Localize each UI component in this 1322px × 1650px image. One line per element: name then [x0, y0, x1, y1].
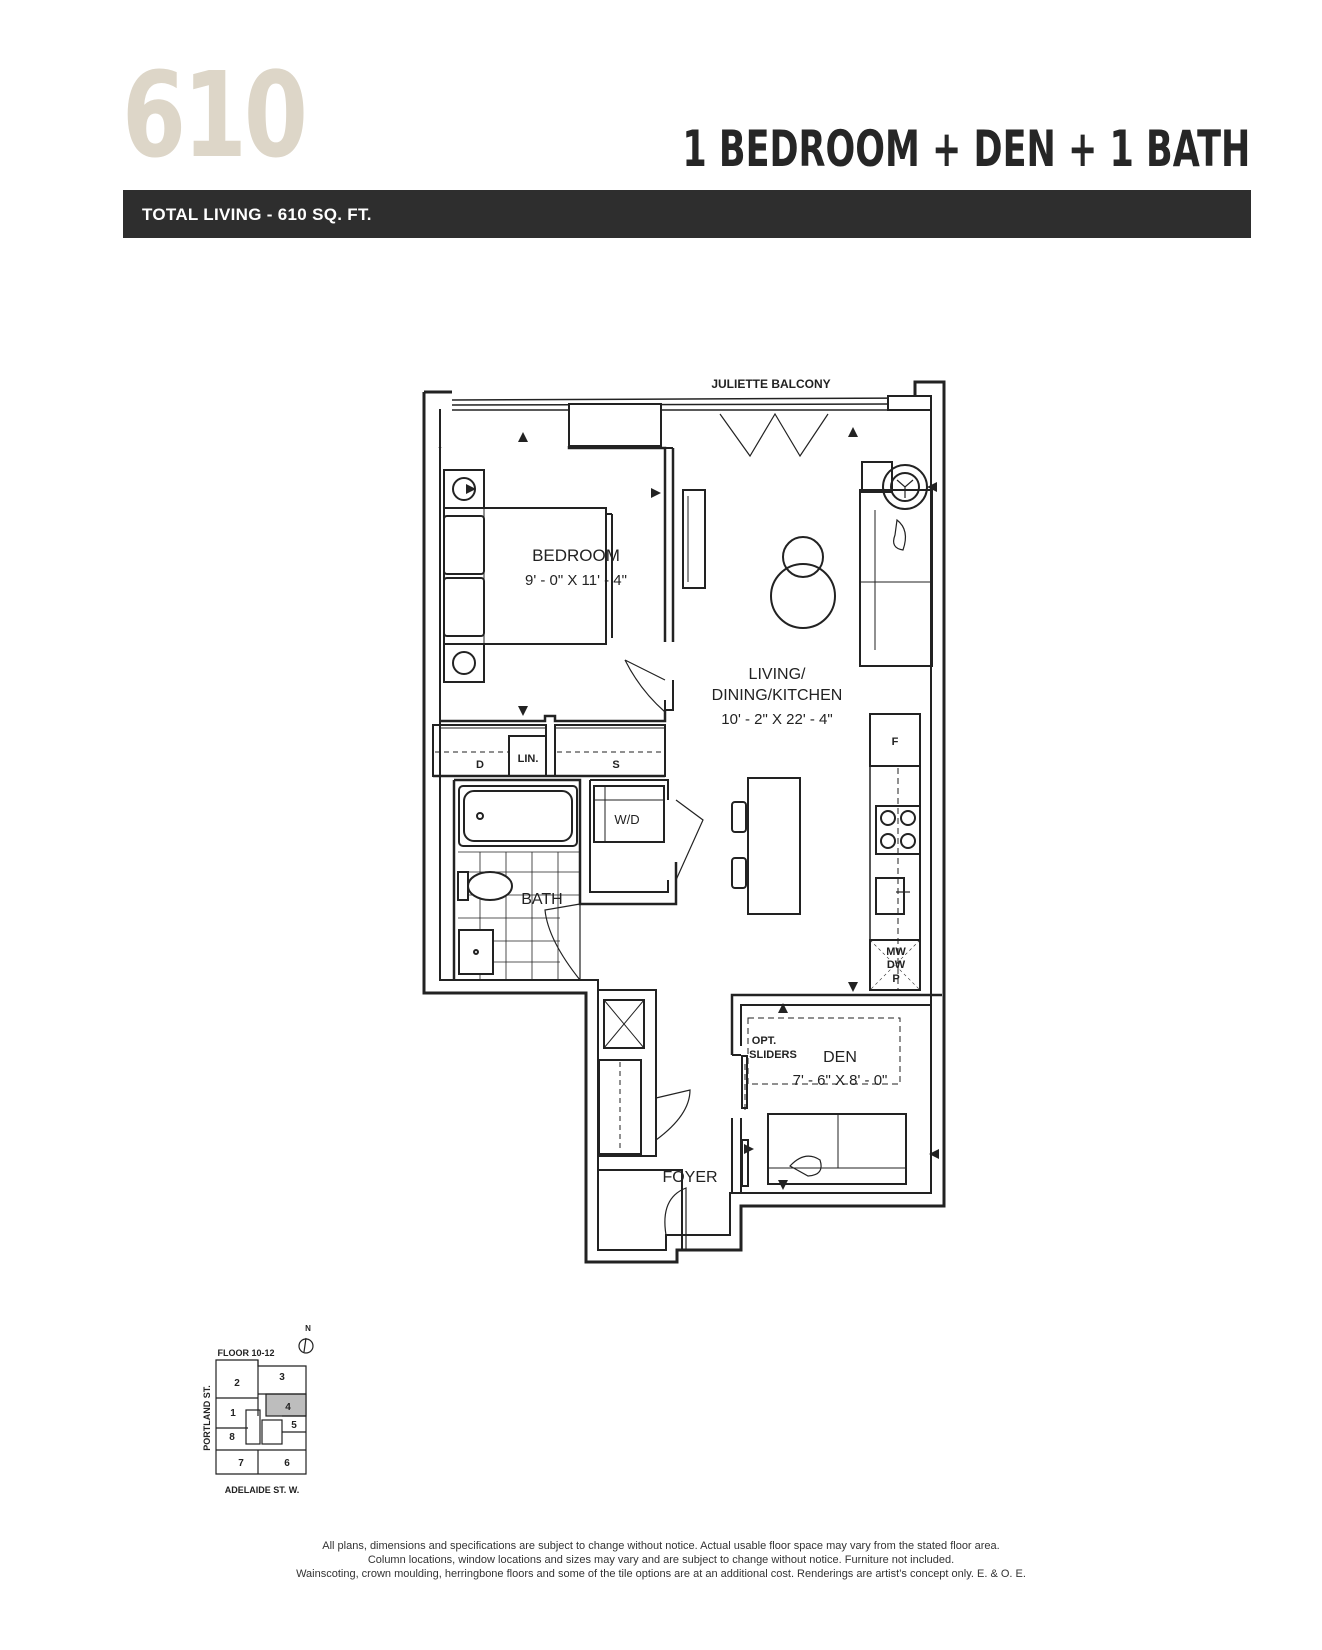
key-unit-label: 8: [229, 1432, 235, 1443]
foyer-closet-door: [655, 1089, 691, 1141]
closet-d: [432, 724, 547, 777]
arrow-down-icon: [518, 706, 528, 716]
key-unit-label: 5: [291, 1420, 297, 1431]
den-wall: [730, 993, 942, 1055]
den-sliders-dashed: [747, 1017, 901, 1085]
cushion: [893, 518, 907, 551]
fridge-label: F: [892, 736, 899, 748]
den-dims: 7' - 6" X 8' - 0": [793, 1072, 888, 1089]
key-unit-label: 7: [238, 1458, 244, 1469]
arrow-left-icon: [927, 482, 937, 492]
bedroom-door: [624, 659, 666, 713]
closet-d-label: D: [476, 759, 484, 771]
key-plan: [215, 1337, 314, 1475]
disclaimer: All plans, dimensions and specifications…: [0, 1539, 1322, 1581]
living-label-2: DINING/KITCHEN: [712, 687, 843, 704]
arrow-left-icon: [929, 1149, 939, 1159]
living-dims: 10' - 2" X 22' - 4": [721, 711, 832, 728]
living-label-1: LIVING/: [749, 666, 806, 683]
nightstand: [443, 469, 485, 509]
den-label: DEN: [823, 1049, 857, 1066]
dw-label: DW: [887, 959, 906, 971]
key-street-west: PORTLAND ST.: [202, 1385, 212, 1451]
laundry-closet: [593, 785, 665, 843]
foyer-wall: [598, 989, 657, 1157]
laundry-door: [675, 799, 704, 881]
toilet-tank: [457, 871, 469, 901]
opt-sliders-line1: OPT.: [752, 1035, 776, 1047]
bedroom-dims: 9' - 0" X 11' - 4": [525, 572, 627, 589]
sofa: [859, 489, 933, 667]
den-sofa: [767, 1113, 907, 1185]
arrow-up-icon: [848, 427, 858, 437]
arrow-up-icon: [778, 1003, 788, 1013]
key-unit-label: 2: [234, 1378, 240, 1389]
arrow-right-icon: [466, 484, 476, 494]
p-label: P: [892, 973, 899, 985]
outer-wall-inner: [439, 409, 932, 1251]
den-slider: [741, 1055, 748, 1109]
toilet-bowl: [467, 871, 513, 901]
closet-lin-label: LIN.: [518, 753, 539, 765]
dining-table: [770, 563, 836, 629]
key-north-label: N: [305, 1324, 311, 1333]
arrow-right-icon: [744, 1144, 754, 1154]
bedroom-bottom-wall: [440, 710, 667, 723]
unit-type-title: 1 BEDROOM + DEN + 1 BATH: [682, 120, 1250, 178]
disclaimer-line: Column locations, window locations and s…: [367, 1554, 955, 1566]
dining-chair: [782, 536, 824, 578]
key-street-south: ADELAIDE ST. W.: [225, 1485, 300, 1495]
bedroom-wall: [438, 446, 667, 642]
vanity: [458, 929, 494, 975]
side-table: [861, 461, 893, 493]
total-living-bar: TOTAL LIVING - 610 SQ. FT.: [123, 190, 1251, 238]
balcony-label: JULIETTE BALCONY: [711, 377, 830, 391]
kitchen-sink: [875, 877, 905, 915]
closet-s: [554, 724, 666, 777]
laundry-label: W/D: [614, 812, 639, 827]
disclaimer-line: Wainscoting, crown moulding, herringbone…: [296, 1568, 1026, 1580]
entry-door: [664, 1187, 687, 1250]
disclaimer-line: All plans, dimensions and specifications…: [322, 1540, 1000, 1552]
outer-wall: [422, 380, 946, 1264]
arrow-up-icon: [518, 432, 528, 442]
bar-stool: [731, 857, 747, 889]
foyer-label: FOYER: [662, 1169, 717, 1186]
nightstand: [443, 643, 485, 683]
bath-label: BATH: [521, 891, 562, 908]
column: [568, 403, 662, 447]
bar-stool: [731, 801, 747, 833]
key-unit-label: 4: [285, 1402, 291, 1413]
tv-unit: [682, 489, 706, 589]
arrow-right-icon: [651, 488, 661, 498]
bath-door: [544, 903, 581, 981]
key-unit-label: 3: [279, 1372, 285, 1383]
bedroom-label: BEDROOM: [532, 546, 620, 565]
key-floor-label: FLOOR 10-12: [217, 1348, 274, 1358]
foyer-closet: [598, 1059, 642, 1155]
key-unit-label: 1: [230, 1408, 236, 1419]
opt-sliders-line2: SLIDERS: [749, 1049, 797, 1061]
den-cushion: [789, 1155, 822, 1177]
mw-label: MW: [886, 946, 906, 958]
bathtub: [458, 785, 578, 847]
arrow-down-icon: [848, 982, 858, 992]
key-unit-label: 6: [284, 1458, 290, 1469]
arrow-down-icon: [778, 1180, 788, 1190]
kitchen-island: [747, 777, 801, 915]
closet-s-label: S: [612, 759, 619, 771]
mechanical-shaft: [603, 999, 645, 1049]
unit-number: 610: [122, 46, 308, 184]
total-living-label: TOTAL LIVING - 610 SQ. FT.: [142, 205, 372, 224]
balcony-door: [719, 412, 829, 458]
